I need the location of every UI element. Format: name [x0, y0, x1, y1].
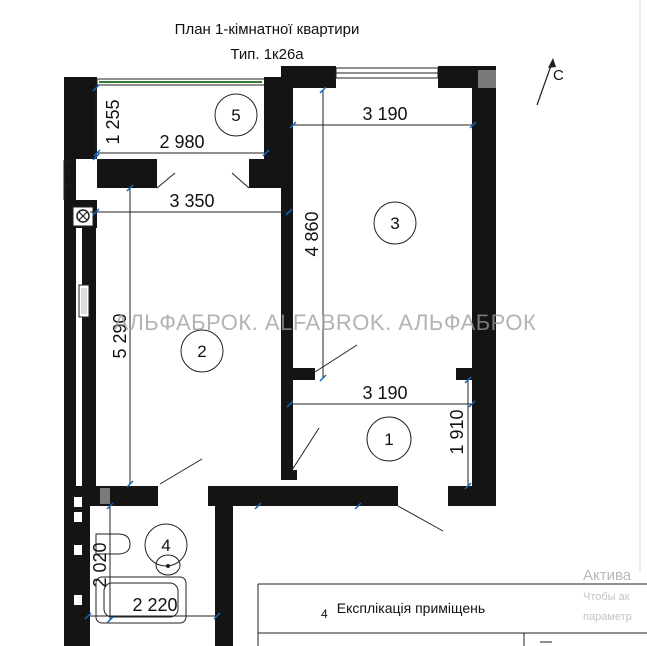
- plan-subtitle: Тип. 1к26а: [230, 46, 304, 63]
- dim-room1-length: 1 910: [447, 409, 467, 454]
- room-marker-5: 5: [214, 93, 258, 137]
- room-number: 5: [231, 106, 240, 125]
- dim-bath-width: 2 220: [132, 595, 177, 615]
- north-arrow-icon: С: [536, 58, 564, 106]
- compass-label: С: [553, 67, 564, 84]
- vent: [100, 488, 110, 504]
- room-number: 2: [197, 342, 206, 361]
- explication-corner-mark: 4: [321, 607, 328, 621]
- dim-balcony-width: 2 980: [159, 132, 204, 152]
- wall-right: [472, 88, 496, 506]
- room-marker-3: 3: [373, 201, 417, 245]
- bathroom-fixtures: [95, 533, 187, 624]
- wall-top-left: [281, 66, 336, 88]
- column: [478, 70, 496, 92]
- room-number: 4: [161, 536, 170, 555]
- wall-left-bottom: [64, 486, 90, 646]
- activation-line2: Чтобы ак: [583, 591, 630, 603]
- wall-partition: [281, 88, 293, 480]
- wall-bottom-right: [448, 486, 496, 506]
- dimension-lines: [88, 88, 473, 620]
- wall-balcony-bottom-left: [97, 159, 157, 188]
- wall-room3-stub-left: [293, 368, 315, 380]
- dim-room2-length: 5 290: [110, 313, 130, 358]
- wall-door-post: [287, 470, 297, 480]
- wall-bottom-mid: [208, 486, 398, 506]
- dim-room3-length: 4 860: [302, 211, 322, 256]
- dim-room2-width: 3 350: [169, 191, 214, 211]
- explication-title: Експлікація приміщень: [337, 600, 485, 616]
- door-swings: [156, 172, 444, 532]
- dim-room3-width: 3 190: [362, 104, 407, 124]
- dim-balcony-depth: 1 255: [103, 99, 123, 144]
- dim-room1-width: 3 190: [362, 383, 407, 403]
- activation-line3: параметр: [583, 611, 632, 623]
- wall-bath-right: [215, 506, 233, 646]
- activation-overlay: Актива Чтобы ак параметр: [583, 567, 632, 623]
- wall-room3-stub-right: [456, 368, 472, 380]
- dim-bath-length: 2 020: [90, 542, 110, 587]
- explication-table: Експлікація приміщень 4: [257, 583, 647, 646]
- room-marker-1: 1: [366, 416, 412, 462]
- watermark: АЛЬФАБРОК. ALFABROK. АЛЬФАБРОК: [114, 310, 537, 335]
- wall-left-inner: [82, 228, 96, 486]
- activation-line1: Актива: [583, 567, 632, 584]
- room-marker-2: 2: [180, 329, 224, 373]
- toilet-icon: [95, 533, 131, 555]
- plan-title: План 1-кімнатної квартири: [175, 21, 360, 38]
- room-number: 3: [390, 214, 399, 233]
- wall-left: [64, 159, 76, 489]
- wall-left-top: [64, 77, 97, 159]
- room-marker-4: 4: [144, 523, 188, 567]
- room-number: 1: [384, 430, 393, 449]
- dimension-ticks: [84, 84, 477, 624]
- left-wall-details: [63, 159, 94, 605]
